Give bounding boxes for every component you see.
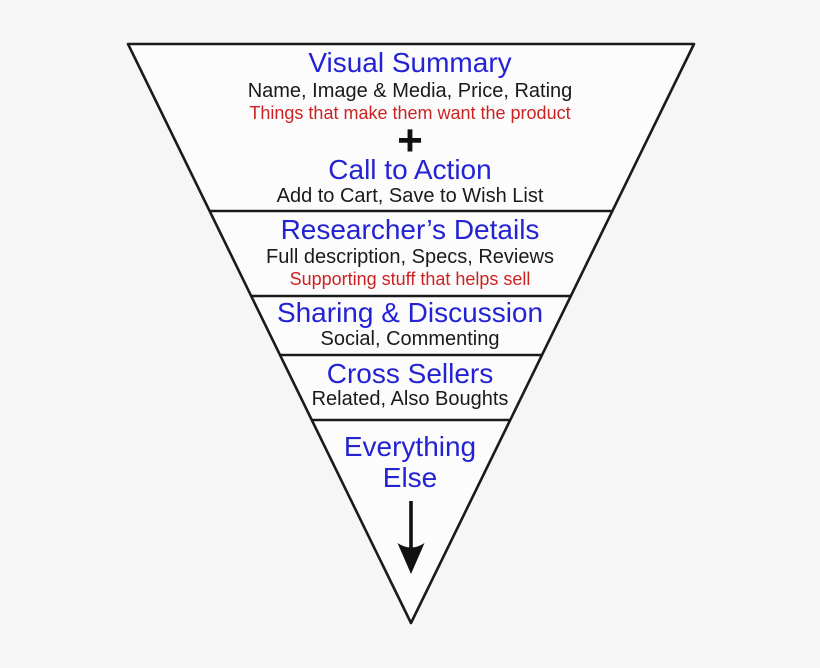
section-body-visual-summary: Name, Image & Media, Price, Rating xyxy=(247,80,573,102)
section-note-visual-summary: Things that make them want the product xyxy=(249,103,571,123)
section-body-researchers-details: Full description, Specs, Reviews xyxy=(266,246,554,268)
section-body-sharing-discussion: Social, Commenting xyxy=(320,328,500,350)
plus-connector: + xyxy=(397,116,423,165)
section-title-sharing-discussion: Sharing & Discussion xyxy=(276,297,544,328)
section-body-cross-sellers: Related, Also Boughts xyxy=(311,388,509,410)
section-title-everything: Everything xyxy=(343,431,477,462)
down-arrow-icon xyxy=(397,501,425,574)
section-title-cross-sellers: Cross Sellers xyxy=(326,358,494,389)
section-body-call-to-action: Add to Cart, Save to Wish List xyxy=(276,185,544,207)
section-note-researchers-details: Supporting stuff that helps sell xyxy=(289,269,531,289)
section-title-visual-summary: Visual Summary xyxy=(308,47,512,78)
funnel-outline xyxy=(126,42,696,625)
section-title-call-to-action: Call to Action xyxy=(328,154,492,185)
section-title-researchers-details: Researcher’s Details xyxy=(280,214,540,245)
section-title-else: Else xyxy=(382,462,438,493)
